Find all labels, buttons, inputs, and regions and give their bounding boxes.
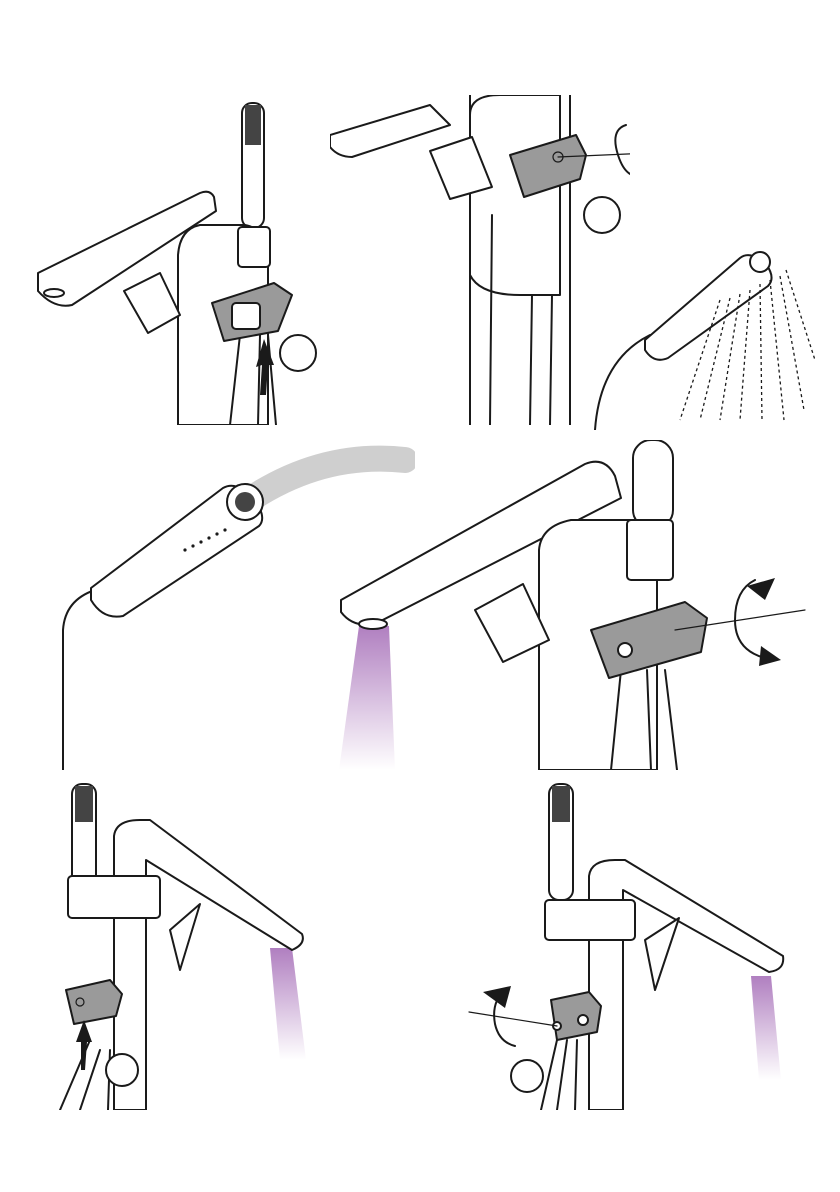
step-marker <box>280 335 316 371</box>
holder-ring <box>68 876 160 918</box>
lever <box>475 584 549 662</box>
step-marker <box>511 1060 543 1092</box>
handle-knob <box>618 643 632 657</box>
shower-face <box>750 252 770 272</box>
panel-spout-flow <box>335 440 815 770</box>
lever <box>124 273 180 333</box>
aerator <box>359 619 387 629</box>
lever <box>645 918 679 990</box>
panel-push-button <box>30 95 330 425</box>
water-flow <box>270 948 306 1060</box>
push-button[interactable] <box>232 303 260 329</box>
panel-side-push-button <box>30 780 330 1110</box>
faucet-body <box>470 95 560 295</box>
lever <box>170 904 200 970</box>
panel-hand-shower-spray <box>590 240 815 430</box>
spout <box>330 105 450 157</box>
shower-head-pattern <box>245 105 261 145</box>
holder-ring <box>545 900 635 940</box>
holder-ring <box>627 520 673 580</box>
control-block <box>551 992 601 1040</box>
aerator <box>44 289 64 297</box>
hand-shower-column <box>633 440 673 528</box>
step-marker <box>106 1054 138 1086</box>
holder-ring <box>238 227 270 267</box>
panel-rotate-handle <box>330 95 630 425</box>
panel-rotate-knob <box>465 780 815 1110</box>
small-knob <box>578 1015 588 1025</box>
rotate-arrow-icon <box>483 986 511 1008</box>
hand-shower <box>645 255 772 360</box>
up-arrow-icon <box>76 1020 92 1070</box>
water-flow <box>339 626 395 770</box>
step-marker <box>584 197 620 233</box>
water-flow <box>751 976 781 1080</box>
control-block <box>66 980 122 1024</box>
